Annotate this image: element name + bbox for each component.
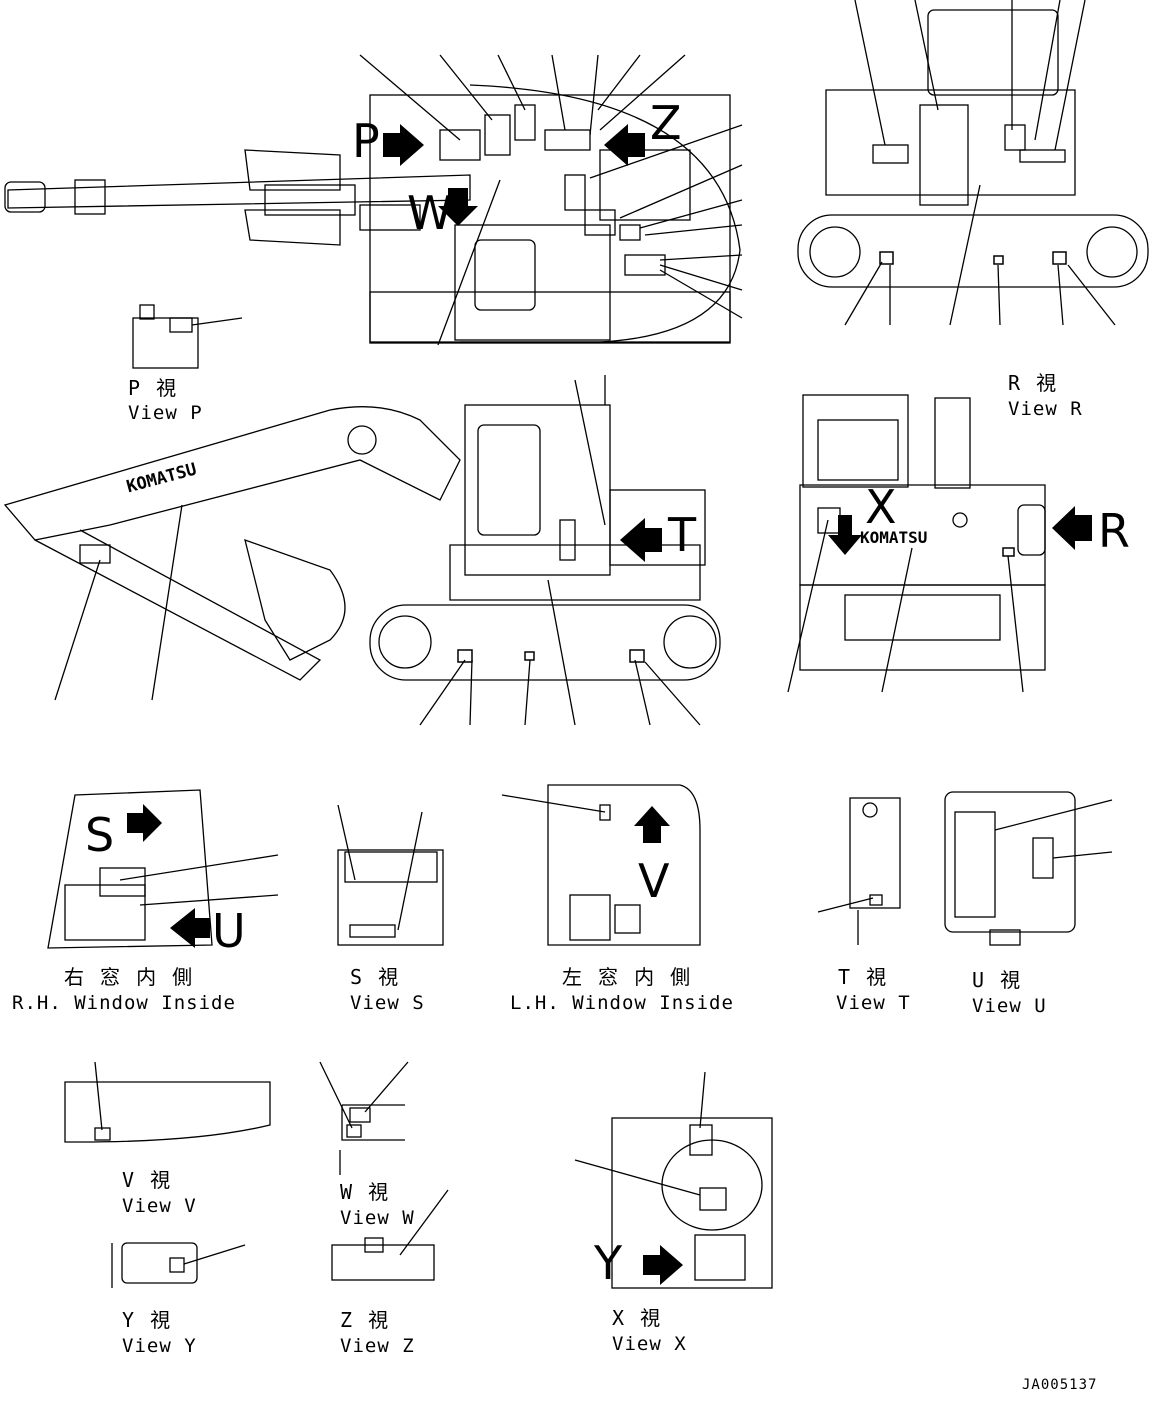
brand-mark-rear: KOMATSU <box>860 528 928 547</box>
side-view-machine <box>3 375 721 726</box>
view-v-caption-jp: V 視 <box>122 1168 173 1192</box>
view-p-caption-jp: P 視 <box>128 376 179 400</box>
view-u-caption-en: View U <box>972 995 1047 1017</box>
letter-z: Z <box>650 96 682 150</box>
view-w-caption-jp: W 視 <box>340 1180 391 1204</box>
view-r-caption-en: View R <box>1008 398 1083 420</box>
letter-v: V <box>638 854 670 908</box>
letter-x: X <box>865 480 897 534</box>
view-t-drawing <box>817 797 901 945</box>
rear-view-machine <box>797 0 1149 326</box>
lh-window-caption-en: L.H. Window Inside <box>510 992 734 1014</box>
view-z-caption-jp: Z 視 <box>340 1308 391 1332</box>
view-y-caption-jp: Y 視 <box>122 1308 173 1332</box>
view-y-drawing <box>111 1242 246 1288</box>
letter-u: U <box>212 904 246 958</box>
rh-window-drawing <box>47 789 279 949</box>
view-u-caption-jp: U 視 <box>972 968 1023 992</box>
rear-cab-view-machine <box>787 394 1092 693</box>
view-x-drawing <box>574 1071 773 1289</box>
view-s-drawing <box>337 804 444 946</box>
view-v-caption-en: View V <box>122 1195 197 1217</box>
rh-window-caption-en: R.H. Window Inside <box>12 992 236 1014</box>
top-view-machine <box>4 54 743 346</box>
view-p-drawing <box>132 304 243 369</box>
letter-r: R <box>1098 504 1130 558</box>
view-y-caption-en: View Y <box>122 1335 197 1357</box>
view-x-caption-en: View X <box>612 1333 687 1355</box>
lh-window-caption-jp: 左 窓 内 側 <box>562 965 693 989</box>
letter-y: Y <box>594 1236 623 1290</box>
view-t-caption-jp: T 視 <box>838 965 889 989</box>
view-p-caption-en: View P <box>128 402 203 424</box>
view-v-drawing <box>64 1061 271 1143</box>
view-t-caption-en: View T <box>836 992 911 1014</box>
view-w-caption-en: View W <box>340 1207 415 1229</box>
view-s-caption-jp: S 視 <box>350 965 401 989</box>
view-z-drawing <box>331 1189 449 1281</box>
letter-w: W <box>407 186 453 240</box>
letter-p: P <box>352 114 380 168</box>
view-r-caption-jp: R 視 <box>1008 371 1059 395</box>
view-x-caption-jp: X 視 <box>612 1306 663 1330</box>
lh-window-drawing <box>501 784 701 946</box>
letter-s: S <box>85 808 115 862</box>
rh-window-caption-jp: 右 窓 内 側 <box>64 965 195 989</box>
letter-t: T <box>668 508 697 562</box>
view-u-drawing <box>944 791 1113 946</box>
view-w-drawing <box>319 1061 409 1175</box>
view-s-caption-en: View S <box>350 992 425 1014</box>
drawing-code: JA005137 <box>1022 1377 1098 1393</box>
view-z-caption-en: View Z <box>340 1335 415 1357</box>
